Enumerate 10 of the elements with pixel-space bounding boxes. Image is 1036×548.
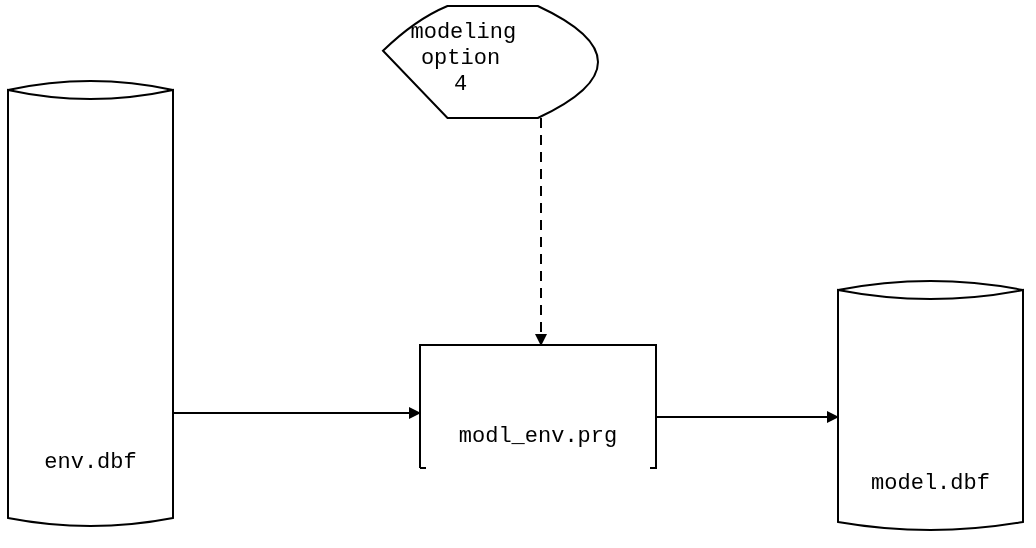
arrow bbox=[655, 411, 839, 423]
arrow bbox=[535, 117, 547, 346]
arrow bbox=[172, 407, 421, 419]
node-label: env.dbf bbox=[44, 450, 137, 476]
database-cylinder bbox=[8, 82, 173, 526]
process-box bbox=[420, 345, 656, 468]
display-shape bbox=[383, 6, 598, 118]
node-label: modl_env.prg bbox=[458, 424, 618, 450]
node-label: model.dbf bbox=[871, 471, 990, 497]
database-cylinder bbox=[838, 282, 1023, 530]
